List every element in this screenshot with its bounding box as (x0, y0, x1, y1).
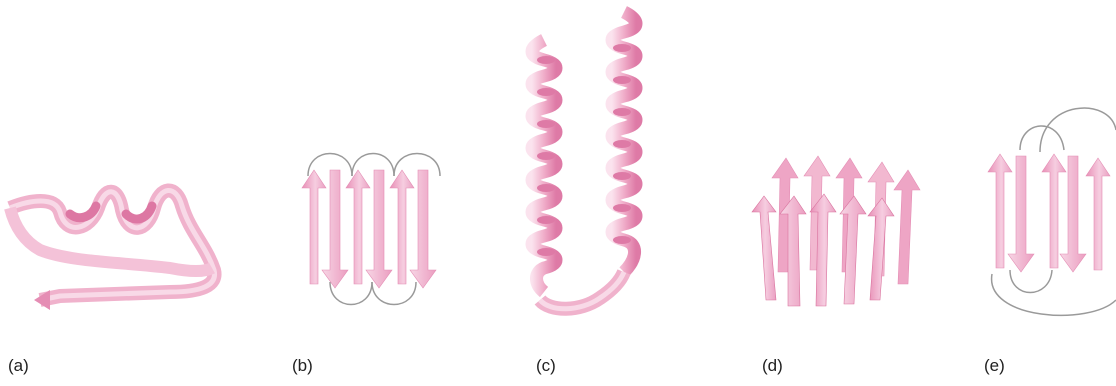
panel-a (0, 0, 230, 330)
panel-b-strands (302, 170, 436, 288)
panel-b (290, 0, 480, 330)
panel-a-drawing (0, 0, 230, 330)
panel-c-right-helix (612, 12, 636, 272)
panel-e-drawing (970, 0, 1116, 330)
panel-b-drawing (290, 0, 480, 330)
panel-c-left-helix (532, 40, 556, 292)
panel-c (520, 0, 660, 330)
panel-d (740, 0, 930, 330)
panel-e-strands (988, 154, 1110, 272)
panel-a-label: (a) (8, 356, 29, 376)
panel-d-front-strands (752, 194, 894, 306)
panel-d-label: (d) (762, 356, 783, 376)
panel-a-ribbon (10, 190, 215, 310)
panel-e-label: (e) (984, 356, 1005, 376)
panel-e (970, 0, 1116, 330)
panel-c-label: (c) (536, 356, 556, 376)
panel-c-drawing (520, 0, 660, 330)
panel-d-drawing (740, 0, 930, 330)
panel-b-label: (b) (292, 356, 313, 376)
